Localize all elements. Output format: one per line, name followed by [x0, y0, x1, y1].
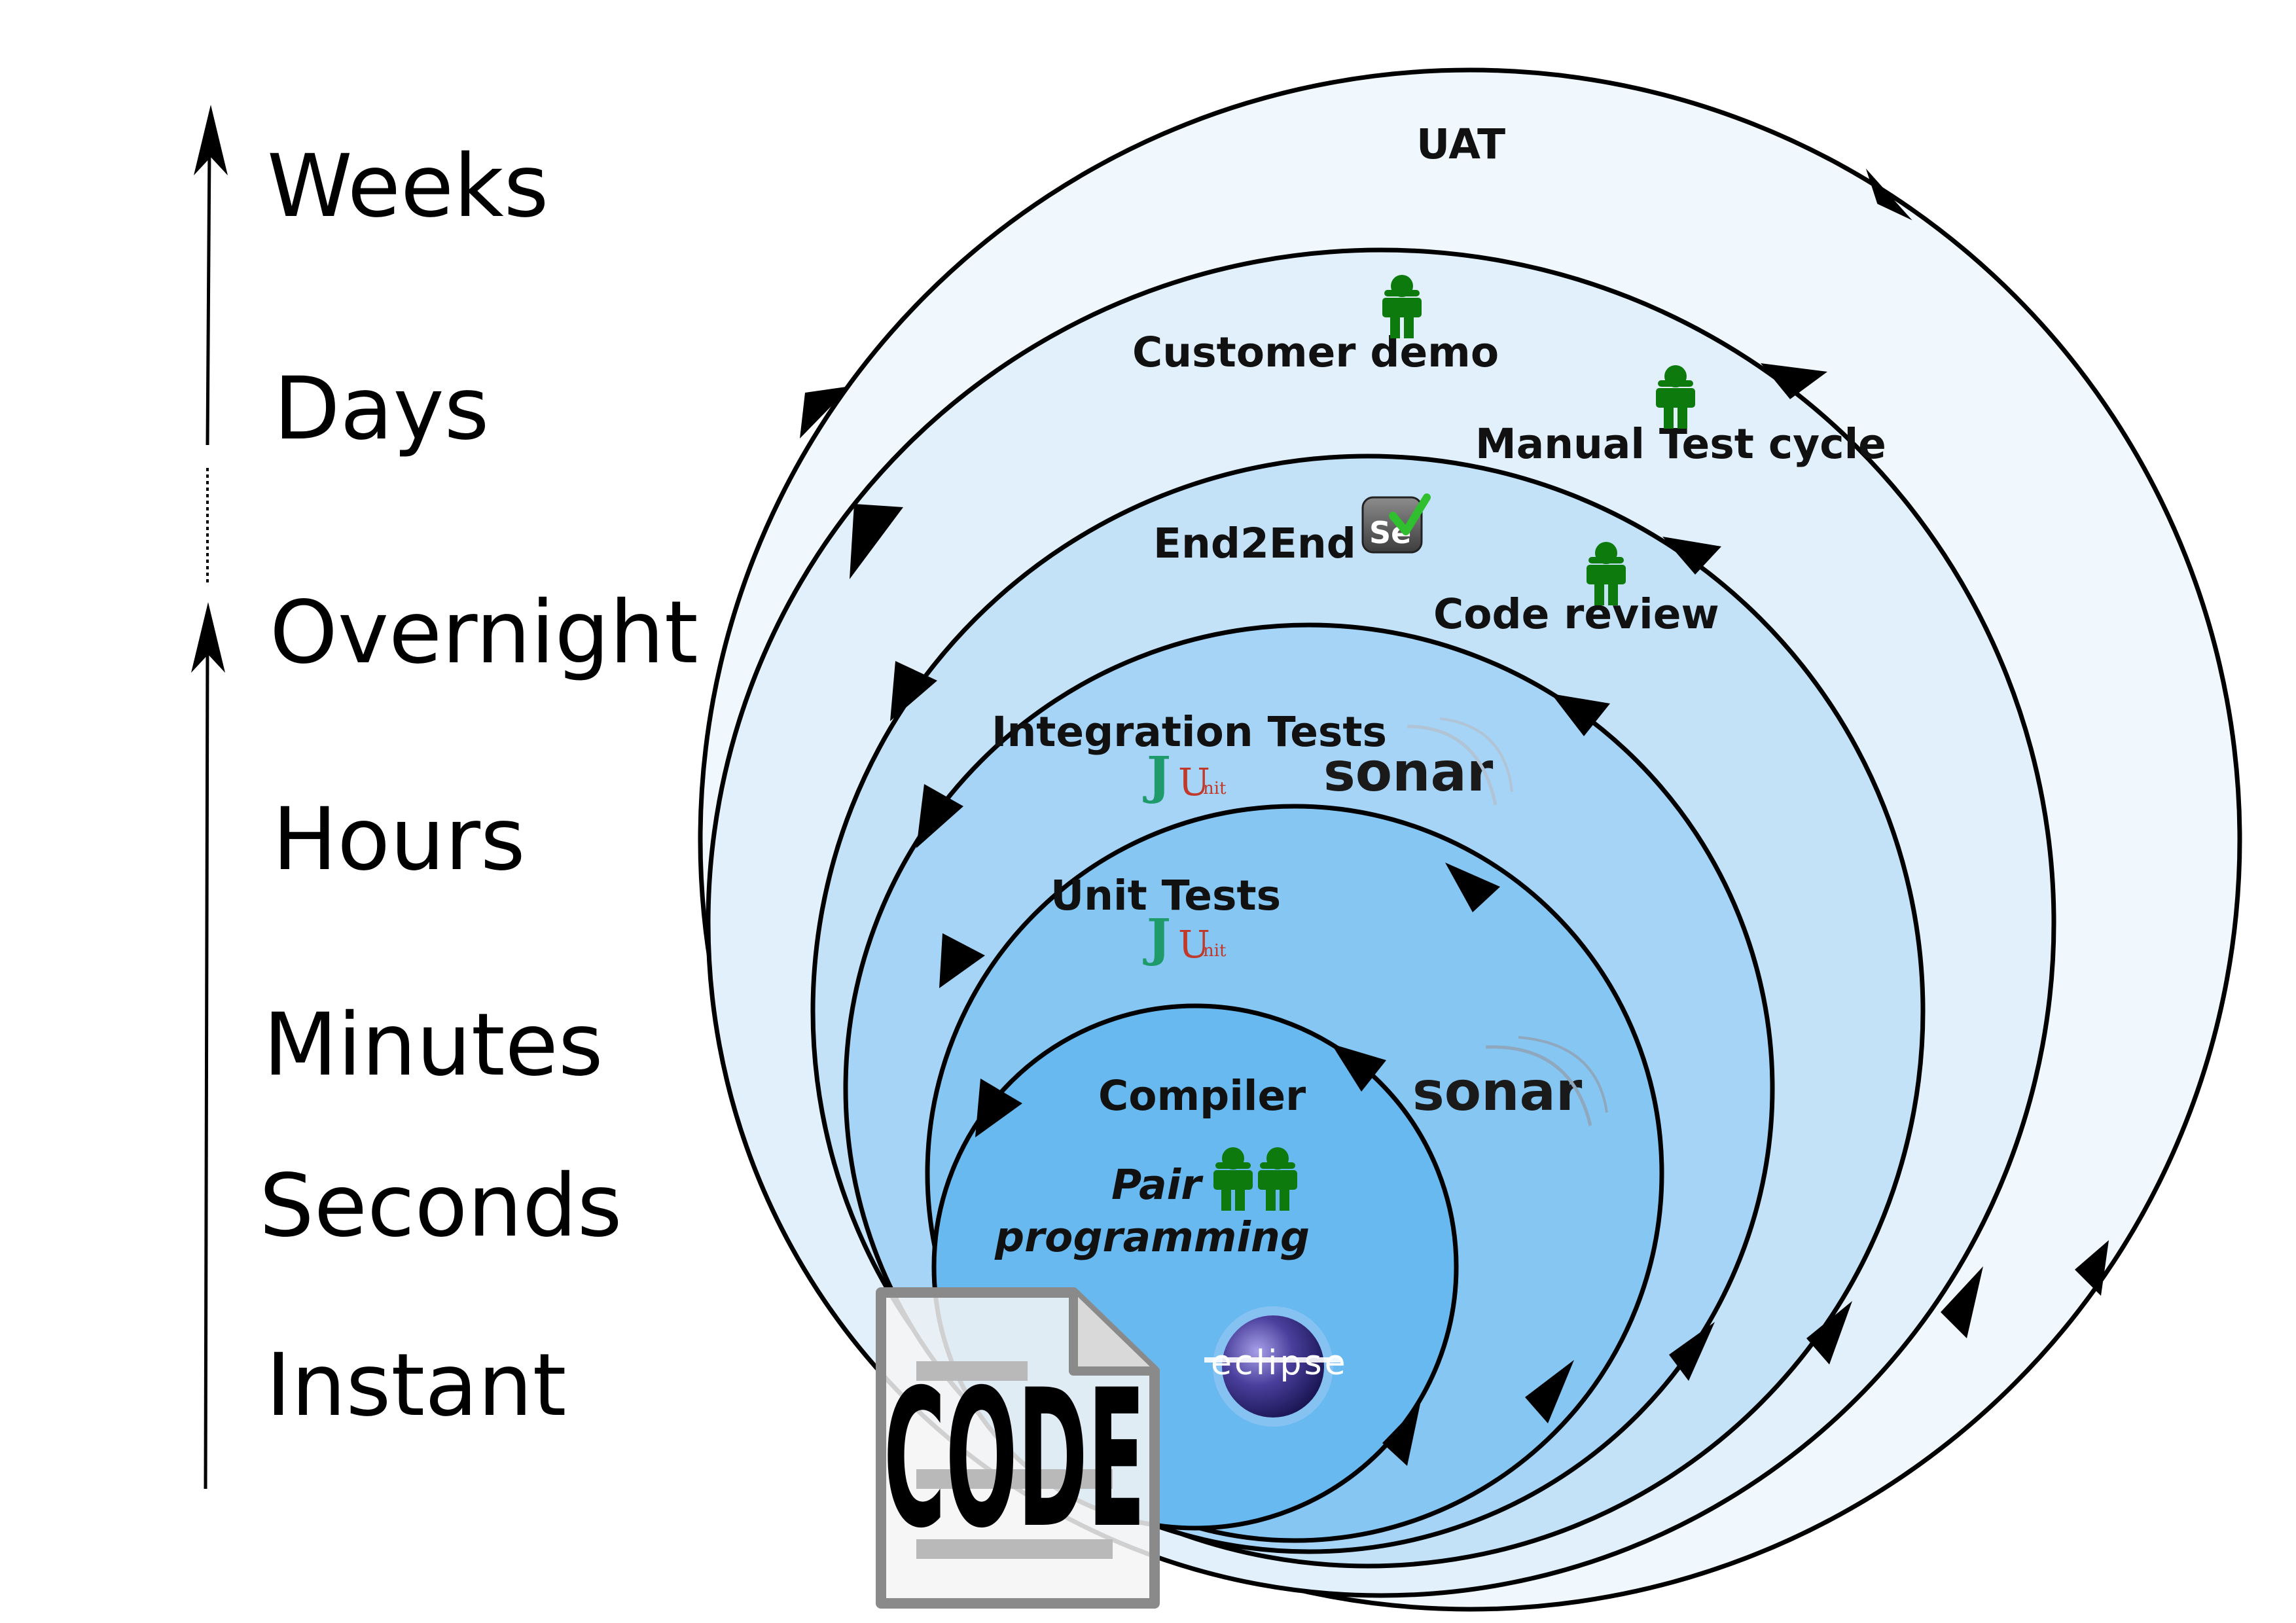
arrowhead-uat-bottom [2075, 1240, 2109, 1296]
scale-label-days: Days [274, 359, 489, 459]
arrowhead-demo-bottom [1941, 1266, 1983, 1338]
arrowhead-integration-bottom [1669, 1322, 1715, 1381]
junit-nit: nit [1203, 779, 1227, 798]
arrowhead-unit-bottom [1525, 1360, 1574, 1423]
label-unit-tests: Unit Tests [1050, 872, 1281, 919]
checkmark-icon [1389, 493, 1431, 535]
junit-nit: nit [1203, 941, 1227, 961]
arrowhead-compiler-left [975, 1079, 1022, 1137]
arrowhead-e2e-bottom [1806, 1301, 1852, 1364]
arrowhead-e2e-left [890, 661, 937, 721]
label-pair: Pair [1111, 1161, 1204, 1209]
file-text-line [916, 1539, 1113, 1559]
label-programming: programming [994, 1213, 1310, 1261]
arrowhead-integration-left [916, 784, 963, 848]
label-integration-tests: Integration Tests [992, 708, 1387, 756]
eclipse-stripe [1204, 1357, 1342, 1363]
label-uat: UAT [1416, 120, 1505, 168]
lower-axis-arrowhead [191, 602, 225, 673]
lower-axis-line [204, 644, 209, 1489]
code-file-icon: CODE [876, 1287, 1160, 1609]
sonar-logo-unit: sonar [1412, 1036, 1608, 1126]
upper-axis-arrowhead [194, 105, 228, 175]
arrowhead-demo-left [850, 504, 903, 579]
scale-label-overnight: Overnight [270, 582, 698, 683]
arrowhead-uat-top [1865, 168, 1912, 221]
selenium-icon [1361, 496, 1423, 554]
file-text-line [916, 1469, 1113, 1489]
arrowhead-unit-top [1445, 863, 1500, 912]
time-scale: Weeks Days Overnight Hours Minutes Secon… [191, 105, 698, 1489]
arrowhead-uat-left [800, 386, 851, 438]
eclipse-logo: eclipse [1204, 1306, 1348, 1427]
feedback-rings [698, 67, 2242, 1612]
sonar-logo-integration: sonar [1323, 717, 1513, 806]
arrowhead-unit-left [939, 933, 985, 988]
arrowhead-compiler-top [1331, 1044, 1386, 1092]
junit-j: J [1143, 908, 1171, 968]
sonar-wave-icon [1439, 717, 1513, 793]
arrowhead-integration-top [1551, 694, 1610, 736]
label-end2end: End2End [1153, 520, 1356, 567]
selenium-logo: Se [1361, 493, 1431, 554]
scale-label-instant: Instant [266, 1335, 566, 1436]
file-fold-icon [1069, 1293, 1155, 1376]
code-label: CODE [884, 1349, 1145, 1570]
arrowhead-e2e-top [1662, 537, 1721, 575]
junit-logo-integration: J U nit [1143, 746, 1227, 806]
ring-arrowheads [800, 168, 2109, 1466]
eclipse-text: eclipse [1211, 1344, 1348, 1383]
junit-u: U [1178, 760, 1210, 804]
label-compiler: Compiler [1098, 1072, 1306, 1120]
sonar-wave-icon [1407, 724, 1498, 806]
eclipse-icon [1222, 1315, 1324, 1418]
junit-logo-unit: J U nit [1143, 908, 1227, 968]
scale-label-minutes: Minutes [263, 995, 603, 1096]
sonar-wave-icon [1518, 1036, 1608, 1113]
label-customer-demo: Customer demo [1132, 329, 1499, 376]
sonar-text: sonar [1323, 741, 1494, 804]
file-text-line [916, 1361, 1028, 1381]
label-code-review: Code review [1433, 590, 1719, 638]
scale-label-weeks: Weeks [267, 136, 548, 237]
scale-label-hours: Hours [272, 789, 526, 890]
sonar-text: sonar [1412, 1061, 1583, 1123]
sonar-wave-icon [1485, 1045, 1592, 1126]
scale-label-seconds: Seconds [259, 1156, 622, 1257]
arrowhead-demo-top [1761, 363, 1827, 399]
junit-u: U [1178, 922, 1210, 967]
upper-axis-line [206, 147, 211, 446]
arrowhead-compiler-bottom [1382, 1404, 1420, 1466]
junit-j: J [1143, 746, 1171, 806]
